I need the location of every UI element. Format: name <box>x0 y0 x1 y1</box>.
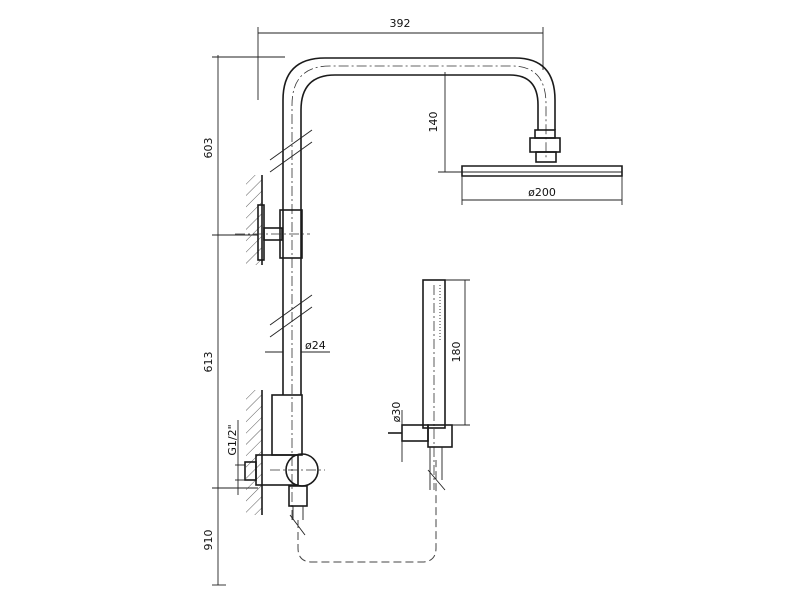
dimension-pipe-diameter: ø24 <box>265 339 330 353</box>
wall-hatch-upper <box>246 175 262 265</box>
dim-392: 392 <box>390 17 411 30</box>
dim-24: ø24 <box>305 339 326 352</box>
dimension-width: 392 <box>257 17 544 100</box>
dimension-heights: 603 613 910 <box>202 55 285 586</box>
dimension-head-diameter: ø200 <box>461 176 623 205</box>
dim-613: 613 <box>202 352 215 373</box>
dim-603: 603 <box>202 138 215 159</box>
dim-200: ø200 <box>528 186 556 199</box>
dimension-head-drop: 140 <box>427 72 462 173</box>
dim-140: 140 <box>427 112 440 133</box>
dim-180: 180 <box>450 342 463 363</box>
dim-30: ø30 <box>390 402 403 423</box>
hand-shower: 180 ø30 <box>388 279 470 491</box>
dim-g12: G1/2" <box>226 424 239 455</box>
hose-path <box>297 460 437 563</box>
dim-910: 910 <box>202 530 215 551</box>
riser-pipe <box>269 57 556 520</box>
wall-bracket <box>235 204 310 261</box>
mixer-valve: G1/2" <box>226 394 325 536</box>
shower-head <box>461 129 623 177</box>
wall-hatch-lower <box>246 390 262 515</box>
